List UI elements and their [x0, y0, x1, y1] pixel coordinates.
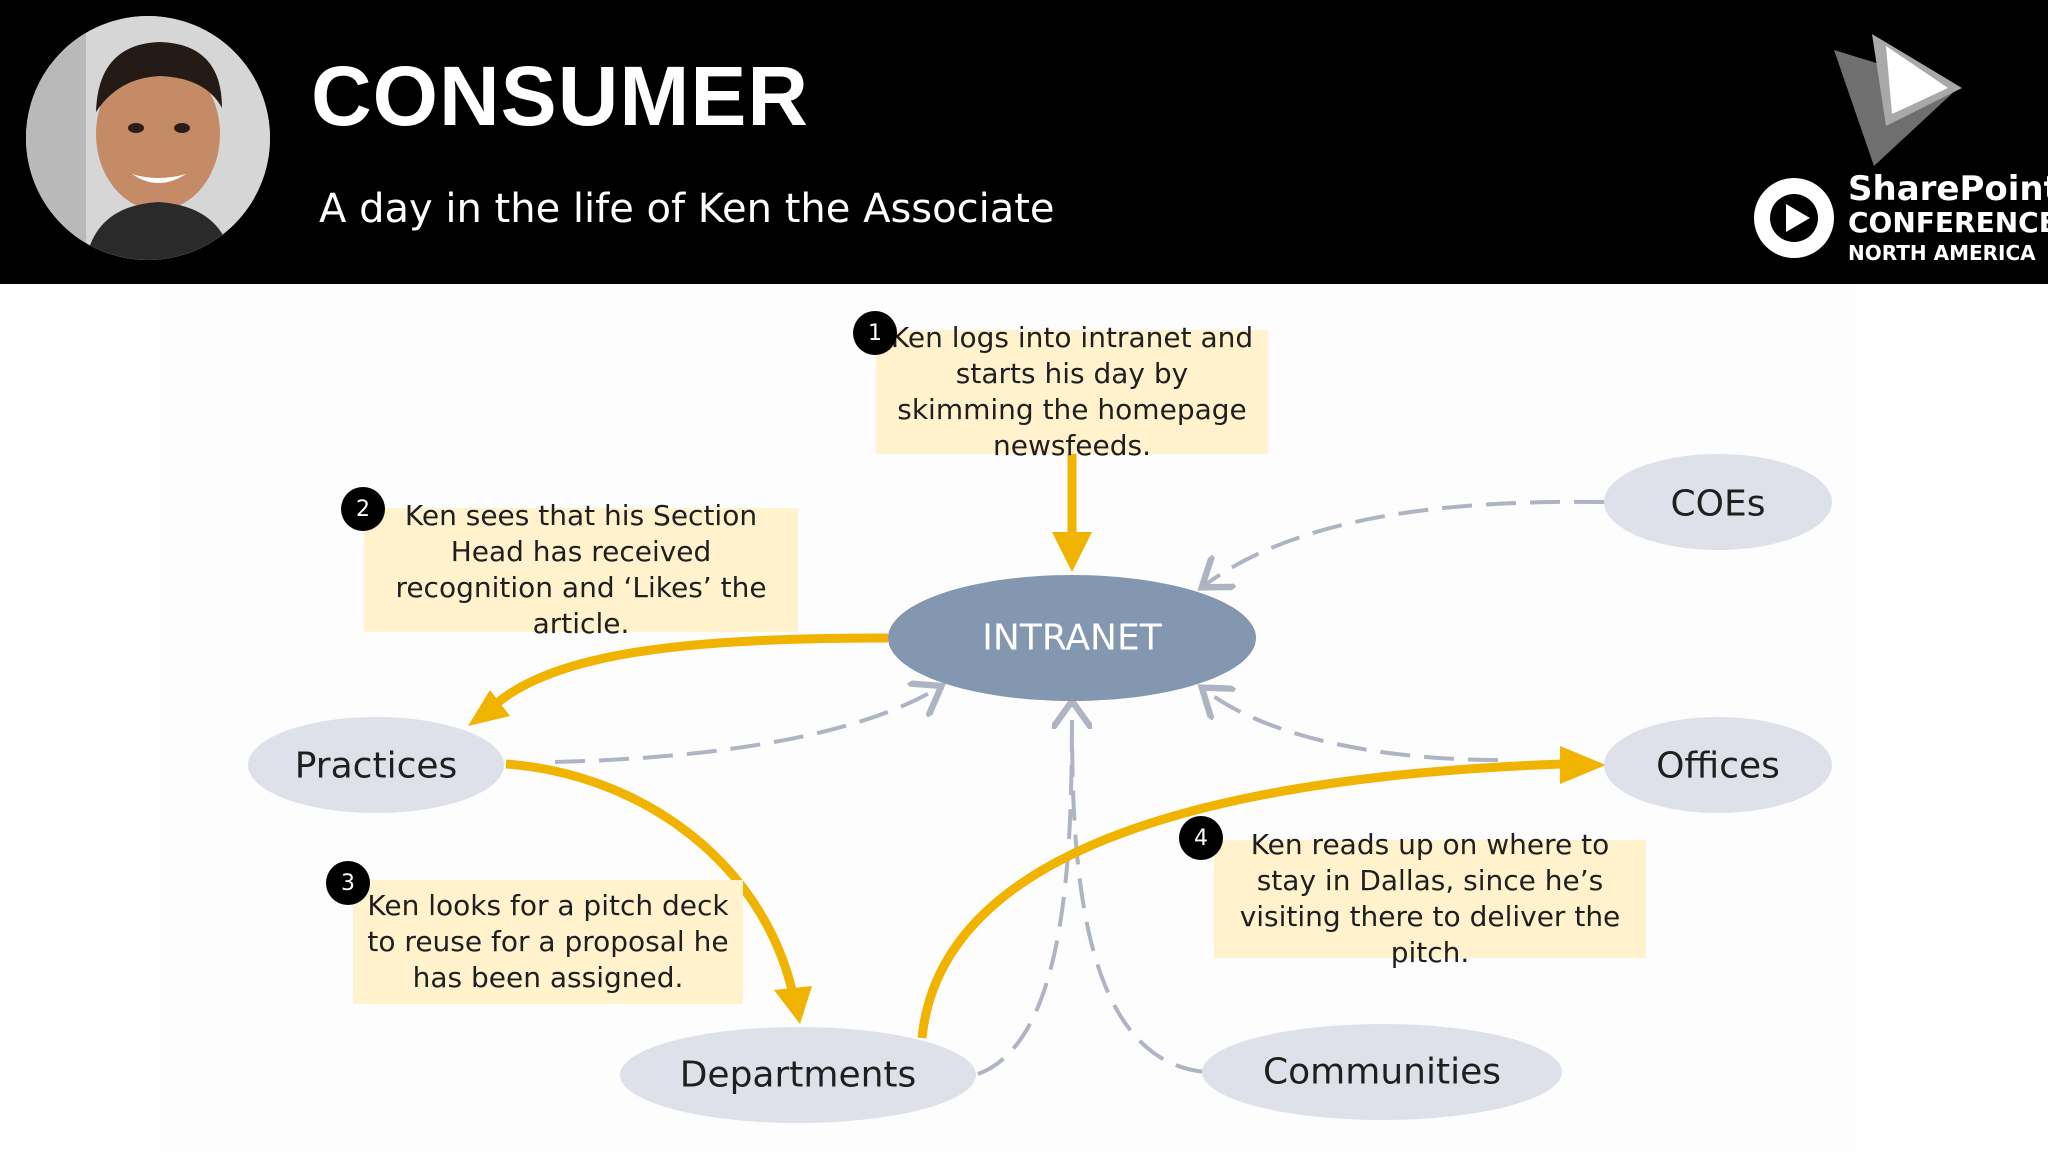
- logo-line-3: NORTH AMERICA: [1848, 241, 2036, 266]
- step-3-callout: Ken looks for a pitch deck to reuse for …: [353, 880, 743, 1004]
- connector-coes-intranet: [1205, 499, 1605, 585]
- node-communities: [1202, 1024, 1562, 1120]
- step-2-badge: 2: [341, 487, 385, 531]
- node-offices: [1604, 717, 1832, 813]
- page-subtitle: A day in the life of Ken the Associate: [319, 186, 1055, 232]
- avatar: [26, 16, 270, 260]
- node-practices: [248, 717, 504, 813]
- header-bar: CONSUMER A day in the life of Ken the As…: [0, 0, 2048, 284]
- connector-departments-intranet: [977, 705, 1072, 1076]
- arrow-step-3: [505, 759, 797, 992]
- step-3-badge: 3: [326, 861, 370, 905]
- node-departments-label: Departments: [679, 1054, 917, 1096]
- connector-offices-intranet: [1205, 690, 1499, 762]
- step-1-badge: 1: [853, 311, 897, 355]
- connector-practices-intranet: [554, 688, 938, 764]
- node-departments: [620, 1027, 976, 1123]
- logo-line-2: CONFERENCE: [1848, 205, 2048, 239]
- node-offices-label: Offices: [1656, 745, 1780, 787]
- sharepoint-play-logo-icon: [1834, 34, 1962, 166]
- node-coes-label: COEs: [1670, 483, 1766, 525]
- node-intranet-label: INTRANET: [982, 617, 1162, 659]
- step-1-callout: Ken logs into intranet and starts his da…: [876, 321, 1268, 462]
- step-2-callout: Ken sees that his Section Head has recei…: [364, 499, 798, 640]
- arrow-step-2-head: [468, 690, 510, 726]
- arrow-step-4-head: [1560, 746, 1606, 784]
- arrow-step-4: [917, 759, 1563, 1039]
- node-practices-label: Practices: [294, 745, 458, 787]
- sharepoint-ring-logo-icon: [1754, 178, 1834, 258]
- node-coes: [1604, 454, 1832, 550]
- logo-line-1: SharePoint: [1848, 169, 2048, 209]
- person-avatar-icon: [26, 16, 270, 260]
- step-4-callout: Ken reads up on where to stay in Dallas,…: [1214, 828, 1646, 969]
- node-intranet: [888, 575, 1256, 701]
- node-communities-label: Communities: [1263, 1051, 1501, 1093]
- arrow-step-1-head: [1052, 532, 1092, 572]
- step-4-badge: 4: [1179, 816, 1223, 860]
- page-title: CONSUMER: [311, 49, 810, 143]
- arrow-step-2: [493, 633, 889, 708]
- arrow-step-3-head: [774, 986, 812, 1024]
- sharepoint-logo-text: SharePoint CONFERENCE NORTH AMERICA: [1848, 169, 2048, 266]
- connector-communities-intranet: [1070, 719, 1206, 1074]
